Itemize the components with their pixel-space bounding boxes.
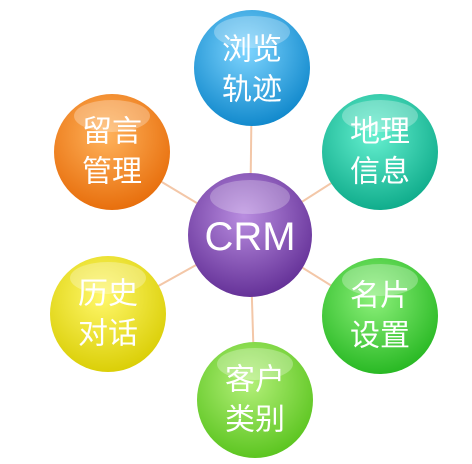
node-highlight <box>214 16 290 48</box>
node-line1: 浏览 <box>222 33 282 68</box>
node-circle <box>194 10 310 126</box>
node-highlight <box>217 348 293 380</box>
node-message-mgmt: 留言 管理 <box>54 94 170 210</box>
node-line2: 设置 <box>350 319 410 354</box>
node-line1: 客户 <box>225 363 285 398</box>
node-card-settings: 名片 设置 <box>322 258 438 374</box>
node-highlight <box>74 100 150 132</box>
node-browse-track: 浏览 轨迹 <box>194 10 310 126</box>
node-customer-category: 客户 类别 <box>197 342 313 458</box>
node-highlight <box>342 264 418 296</box>
node-center: CRM <box>188 173 312 297</box>
node-circle <box>54 94 170 210</box>
center-label: CRM <box>204 215 295 259</box>
node-circle <box>188 173 312 297</box>
node-line2: 管理 <box>82 155 142 190</box>
node-line2: 信息 <box>350 155 410 190</box>
node-line2: 轨迹 <box>222 73 282 108</box>
node-line2: 对话 <box>78 317 138 352</box>
node-geo-info: 地理 信息 <box>322 94 438 210</box>
node-line1: 历史 <box>78 277 138 312</box>
node-circle <box>322 94 438 210</box>
node-circle <box>197 342 313 458</box>
node-line1: 留言 <box>82 115 142 150</box>
node-highlight <box>210 180 290 214</box>
node-line1: 名片 <box>350 279 410 314</box>
node-highlight <box>342 100 418 132</box>
node-line2: 类别 <box>225 403 285 438</box>
node-history-chat: 历史 对话 <box>50 256 166 372</box>
node-circle <box>50 256 166 372</box>
node-line1: 地理 <box>350 115 410 150</box>
node-circle <box>322 258 438 374</box>
node-highlight <box>70 262 146 294</box>
